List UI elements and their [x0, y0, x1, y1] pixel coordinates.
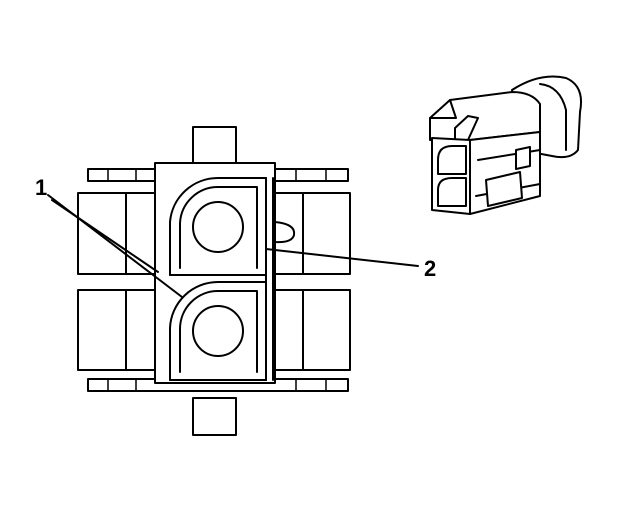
upper-terminal-cavity: [169, 176, 267, 276]
latch-hook: [274, 221, 296, 244]
lower-terminal-cavity: [169, 280, 267, 381]
callout-label-2: 2: [424, 256, 436, 281]
left-lower-block: [77, 289, 156, 371]
right-lower-block: [274, 289, 351, 371]
bottom-tab: [192, 397, 237, 436]
leader-line-2: [265, 248, 419, 267]
leader-line-1b: [51, 199, 159, 273]
right-upper-block: [274, 192, 351, 275]
top-tab: [192, 126, 237, 164]
callout-label-1: 1: [35, 175, 47, 200]
connector-isometric-view: [429, 75, 582, 215]
callout-2: 2: [265, 248, 436, 281]
bottom-rail: [87, 378, 349, 392]
callout-1: 1: [35, 175, 183, 298]
connector-face-view: [77, 126, 351, 436]
